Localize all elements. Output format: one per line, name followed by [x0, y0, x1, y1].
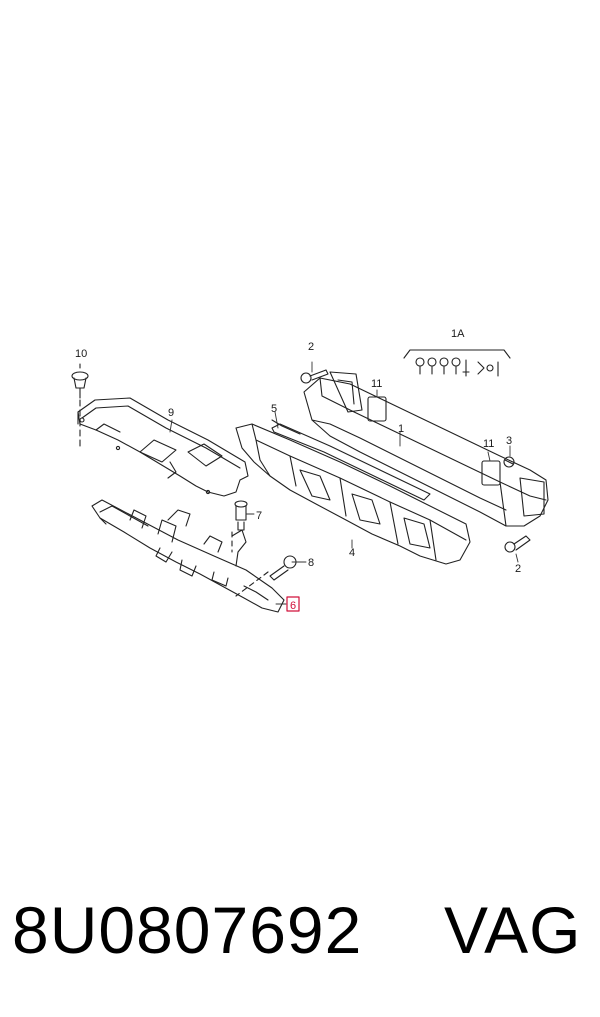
part-9-air-guide [77, 397, 249, 497]
part-4-energy-absorber [235, 419, 471, 565]
part-1-bumper-beam [303, 371, 549, 527]
callout-4: 4 [349, 547, 355, 559]
part-1a-hardware-kit [403, 349, 511, 377]
part-11a-pad [367, 396, 387, 422]
callout-1a: 1A [451, 328, 465, 340]
callout-5: 5 [271, 403, 277, 415]
callout-10: 10 [75, 348, 87, 360]
part-10-clip [71, 363, 89, 399]
callout-11-bottom: 11 [483, 438, 494, 450]
part-6-bracket [91, 499, 285, 613]
callout-6: 6 [290, 600, 296, 612]
callout-7: 7 [256, 510, 262, 522]
callout-2-top: 2 [308, 341, 314, 353]
callout-6-highlight-box [286, 596, 300, 612]
callout-1: 1 [398, 423, 404, 435]
callout-3: 3 [506, 435, 512, 447]
guide-line-8 [235, 571, 269, 597]
callout-11-top: 11 [371, 378, 382, 390]
part-number: 8U0807692 [12, 893, 363, 967]
part-7-bolt [234, 500, 248, 531]
part-2b-bolt [504, 535, 531, 553]
callout-8: 8 [308, 557, 314, 569]
leader-lines [169, 361, 519, 605]
part-5-strip [271, 423, 431, 501]
part-3-washer [503, 456, 515, 468]
part-2a-bolt [300, 369, 329, 384]
brand-name: VAG [444, 893, 582, 967]
callout-2-bottom: 2 [515, 563, 521, 575]
part-11b-pad [481, 460, 501, 486]
callout-9: 9 [168, 407, 174, 419]
part-8-screw [269, 555, 297, 581]
